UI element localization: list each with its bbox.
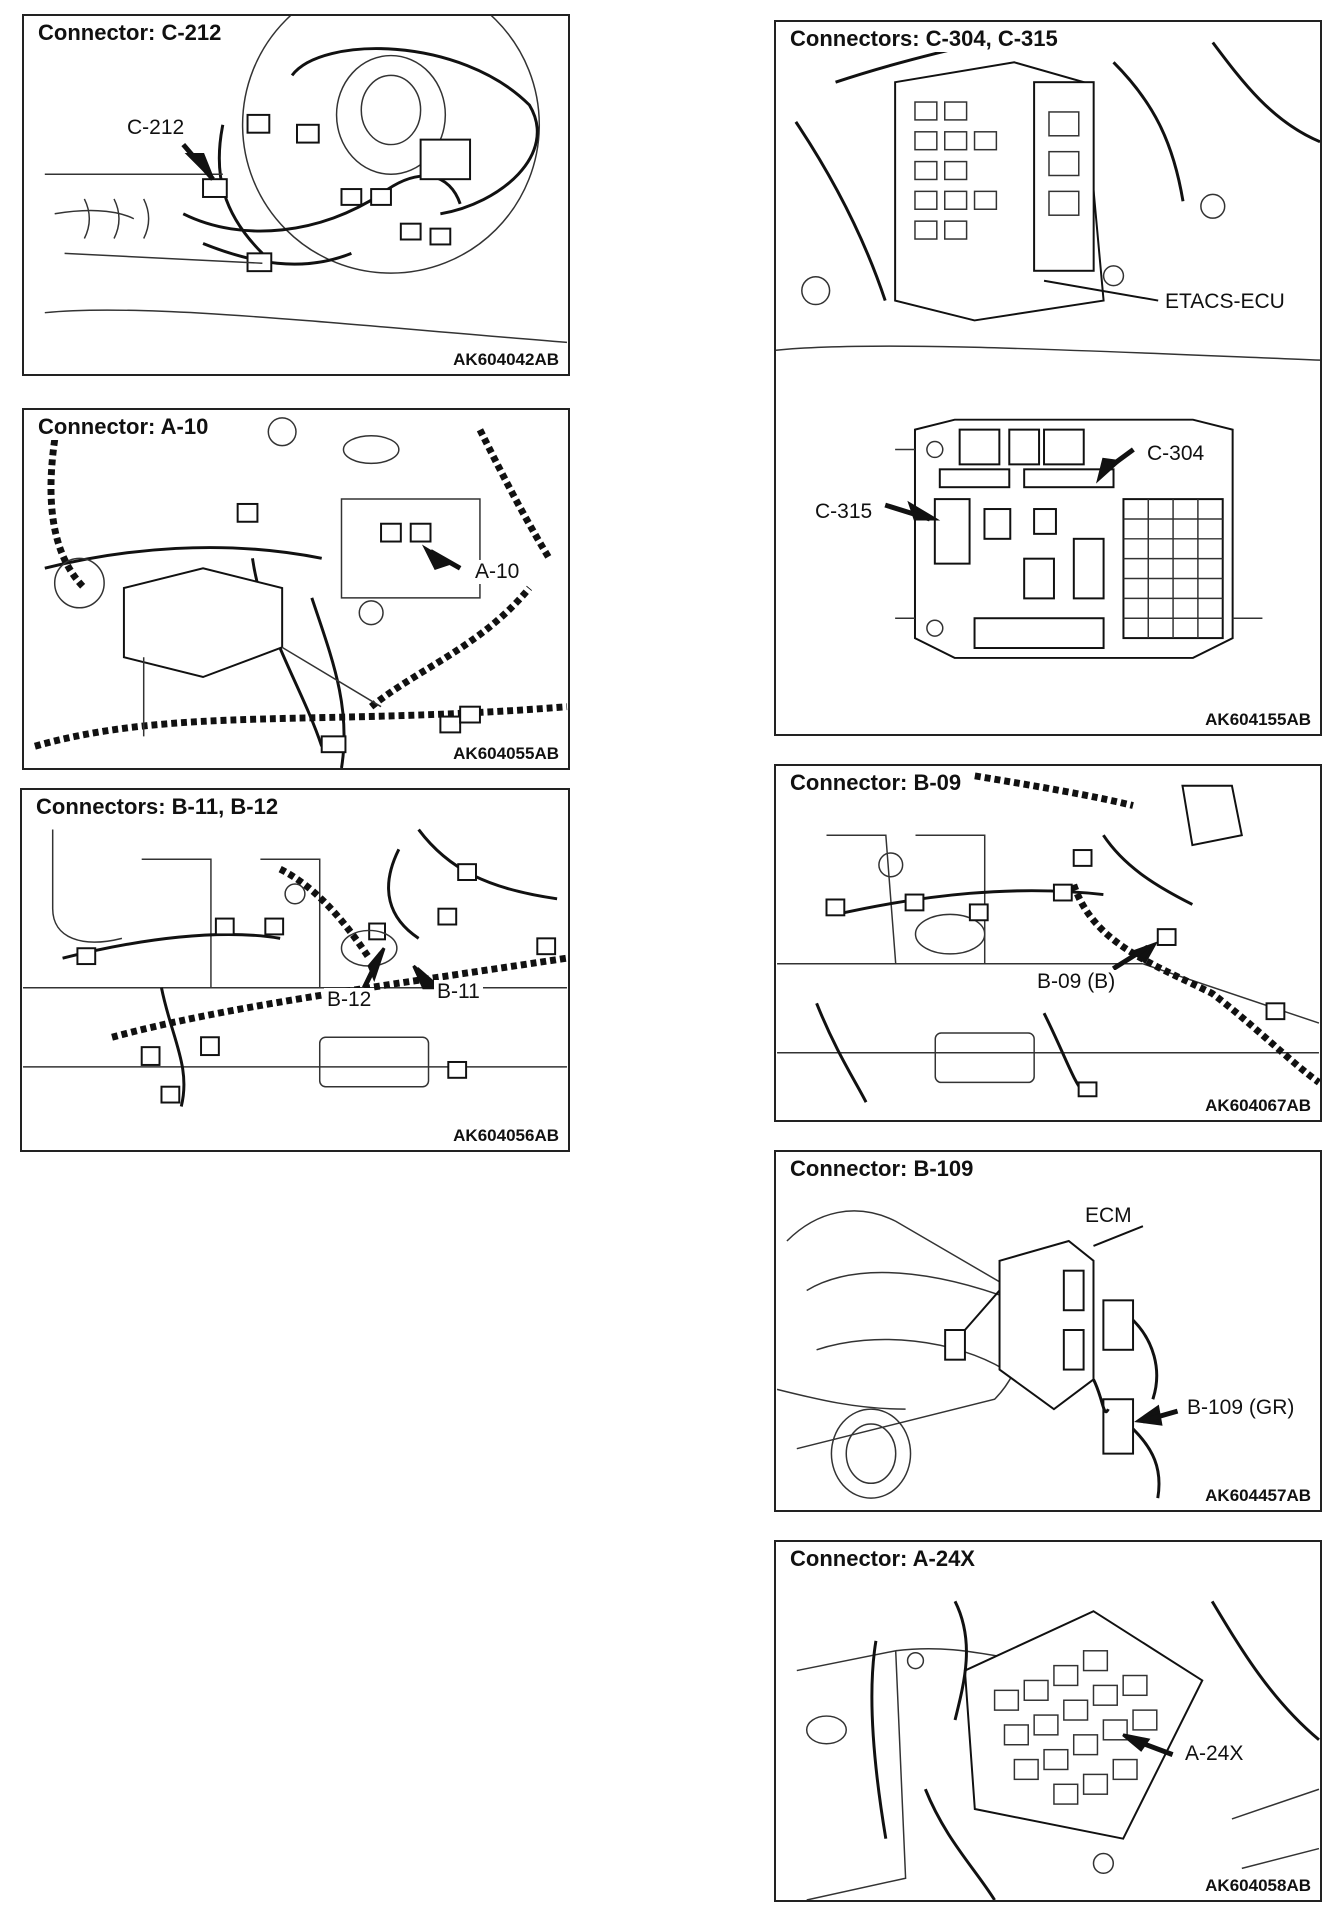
callout-b12: B-12 [324, 988, 375, 1012]
panel-connectors-b11-b12: Connectors: B-11, B-12 B-12 B-11 AK60405… [20, 788, 570, 1152]
callout-a24x: A-24X [1182, 1742, 1247, 1766]
callout-c304: C-304 [1144, 442, 1208, 466]
panel-title: Connector: A-24X [786, 1546, 979, 1572]
callout-etacs-ecu: ETACS-ECU [1162, 290, 1288, 314]
b109-illustration [776, 1210, 1179, 1499]
panel-title: Connector: B-09 [786, 770, 966, 796]
panel-title: Connectors: B-11, B-12 [32, 794, 283, 820]
figure-id: AK604055AB [450, 744, 562, 764]
callout-b11: B-11 [434, 980, 483, 1004]
b11-b12-illustration [23, 828, 568, 1107]
figure-id: AK604067AB [1202, 1096, 1314, 1116]
callout-ecm: ECM [1082, 1204, 1135, 1228]
a10-illustration [33, 417, 568, 768]
figure-id: AK604155AB [1202, 710, 1314, 730]
panel-title: Connector: A-10 [34, 414, 213, 440]
callout-c315: C-315 [812, 500, 876, 524]
c212-illustration [44, 16, 568, 344]
callout-b109: B-109 (GR) [1184, 1396, 1298, 1420]
figure-id: AK604056AB [450, 1126, 562, 1146]
panel-connectors-c304-c315: Connectors: C-304, C-315 ETACS-ECU C-304… [774, 20, 1322, 736]
panel-connector-a24x: Connector: A-24X A-24X AK604058AB [774, 1540, 1322, 1902]
panel-connector-b09: Connector: B-09 B-09 (B) AK604067AB [774, 764, 1322, 1122]
figure-id: AK604058AB [1202, 1876, 1314, 1896]
callout-c212: C-212 [124, 116, 188, 140]
figure-id: AK604457AB [1202, 1486, 1314, 1506]
panel-connector-b109: Connector: B-109 ECM B-109 (GR) AK604457… [774, 1150, 1322, 1512]
callout-b09: B-09 (B) [1034, 970, 1119, 994]
c304-c315-illustration [776, 31, 1320, 659]
b09-illustration [777, 772, 1320, 1103]
panel-connector-c212: Connector: C-212 C-212 AK604042AB [22, 14, 570, 376]
panel-connector-a10: Connector: A-10 A-10 AK604055AB [22, 408, 570, 770]
panel-title: Connector: C-212 [34, 20, 226, 46]
a24x-illustration [796, 1600, 1320, 1900]
figure-id: AK604042AB [450, 350, 562, 370]
panel-title: Connector: B-109 [786, 1156, 978, 1182]
panel-title: Connectors: C-304, C-315 [786, 26, 1062, 52]
callout-a10: A-10 [472, 560, 523, 584]
